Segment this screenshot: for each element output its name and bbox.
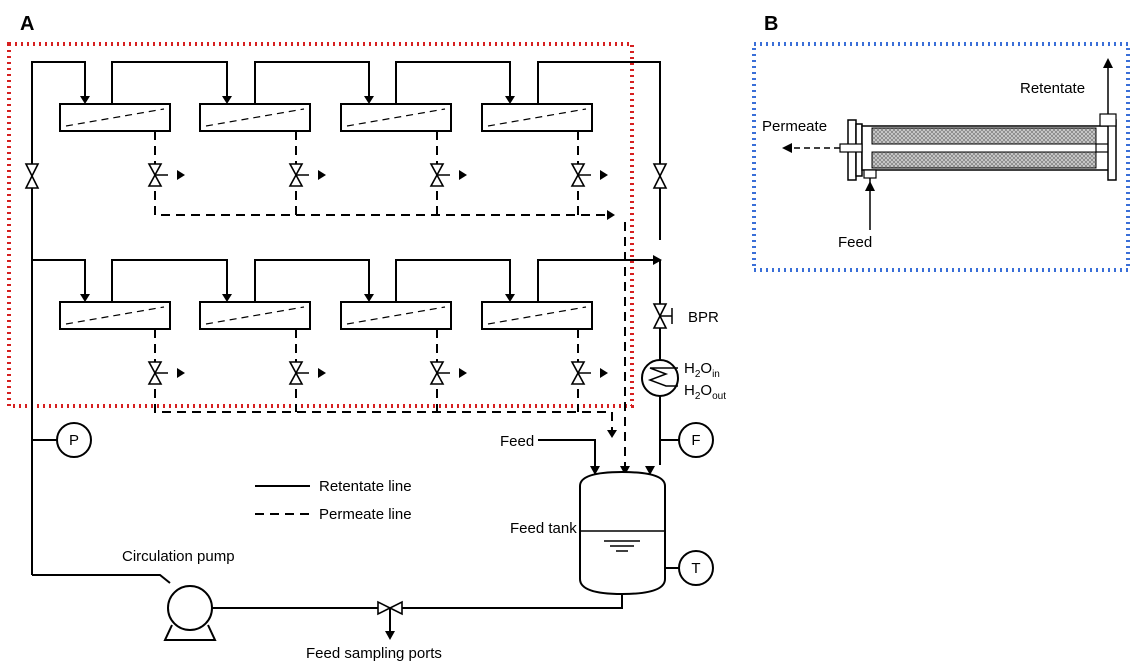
membrane-module — [481, 301, 593, 330]
sampling-valve[interactable] — [377, 600, 403, 616]
circulation-pump-label: Circulation pump — [122, 548, 235, 565]
pressure-gauge-label: P — [69, 432, 79, 449]
feed-sampling-ports-label: Feed sampling ports — [306, 645, 442, 662]
membrane-module — [199, 103, 311, 132]
pressure-gauge: P — [32, 422, 92, 458]
bpr-label: BPR — [688, 309, 719, 326]
feed-tank — [579, 470, 666, 596]
h2o-out-label: H2Oout — [684, 382, 726, 402]
membrane-module — [59, 301, 171, 330]
heat-exchanger — [641, 359, 679, 397]
outlet-valve[interactable] — [652, 163, 668, 189]
legend-retentate-label: Retentate line — [319, 478, 412, 495]
circulation-pump — [163, 585, 217, 641]
permeate-valve[interactable] — [147, 361, 168, 385]
h2o-in-label: H2Oin — [684, 360, 720, 380]
membrane-module — [340, 301, 452, 330]
permeate-valve[interactable] — [147, 163, 168, 187]
module-detail — [782, 58, 1117, 230]
permeate-arrowheads — [177, 170, 630, 475]
membrane-module — [481, 103, 593, 132]
permeate-valve[interactable] — [288, 361, 309, 385]
permeate-valve[interactable] — [570, 163, 591, 187]
temperature-sensor: T — [665, 550, 714, 586]
detail-feed-label: Feed — [838, 234, 872, 251]
legend: Retentate line Permeate line — [255, 478, 412, 523]
detail-permeate-label: Permeate — [762, 118, 827, 135]
detail-retentate-label: Retentate — [1020, 80, 1085, 97]
membrane-module — [340, 103, 452, 132]
feed-inlet-label: Feed — [500, 433, 534, 450]
panel-b-label: B — [764, 13, 778, 35]
panel-a-label: A — [20, 13, 34, 35]
inlet-valve[interactable] — [24, 163, 40, 189]
temperature-sensor-label: T — [691, 560, 700, 577]
flow-meter: F — [660, 422, 714, 458]
membrane-module — [199, 301, 311, 330]
membrane-module — [59, 103, 171, 132]
legend-permeate-label: Permeate line — [319, 506, 412, 523]
bpr-valve[interactable] — [652, 303, 673, 329]
permeate-piping — [154, 131, 626, 468]
membrane-array-highlight — [7, 42, 634, 408]
permeate-valve[interactable] — [288, 163, 309, 187]
permeate-valve[interactable] — [429, 361, 450, 385]
module-detail-highlight — [752, 42, 1130, 272]
line-valves — [24, 163, 673, 616]
membrane-modules — [59, 103, 593, 330]
flow-meter-label: F — [691, 432, 700, 449]
permeate-valve[interactable] — [429, 163, 450, 187]
permeate-valve[interactable] — [570, 361, 591, 385]
feed-tank-label: Feed tank — [510, 520, 577, 537]
permeate-valves — [147, 163, 591, 385]
